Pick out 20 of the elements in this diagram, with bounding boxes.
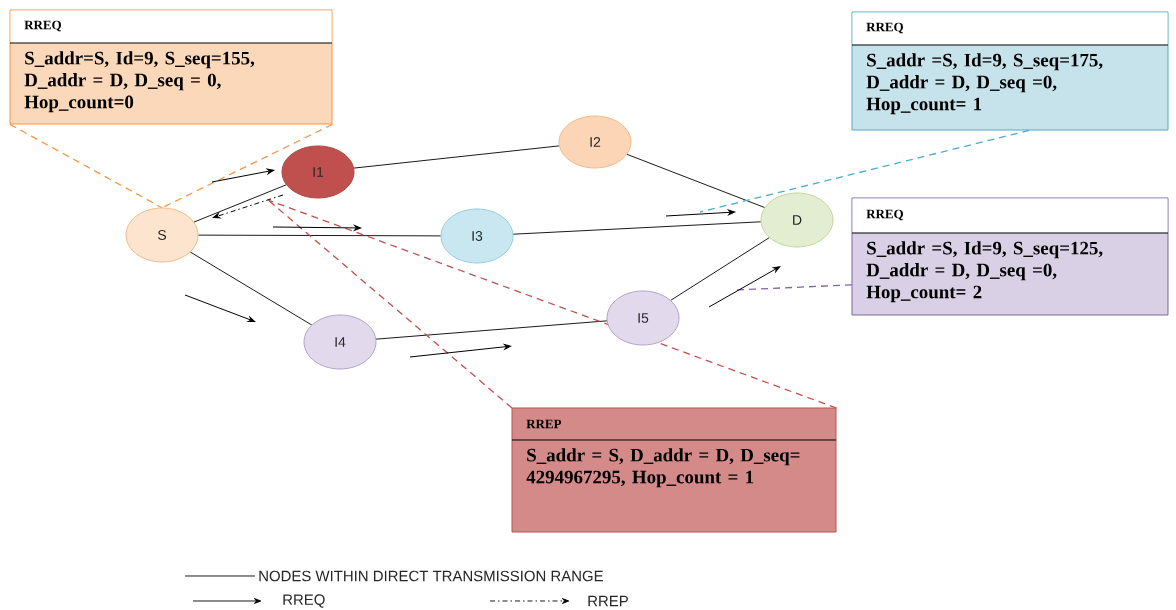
link-line: [375, 320, 608, 340]
link-line: [512, 221, 762, 235]
link-line: [626, 153, 766, 208]
link-line: [353, 145, 560, 169]
message-box: RREP S_addr = S, D_addr = D, D_seq= 4294967295, Hop_count = 1: [511, 407, 837, 533]
message-box: RREQ S_addr=S, Id=9, S_seq=155, D_addr = D, D_seq = 0, Hop_count=0: [9, 9, 333, 125]
legend-label: RREQ: [283, 594, 325, 608]
leader-line: [267, 199, 513, 409]
message-box: RREQ S_addr =S, Id=9, S_seq=175, D_addr = D, D_seq =0, Hop_count= 1: [851, 11, 1169, 131]
leader-line: [161, 123, 334, 209]
link-line: [193, 184, 287, 223]
link-line: [197, 234, 442, 237]
link-line: [189, 251, 313, 326]
link-line: [670, 237, 770, 301]
leader-line: [734, 284, 853, 291]
leader-line: [9, 123, 163, 209]
legend-label: RREP: [588, 595, 628, 607]
legend-label: NODES WITHIN DIRECT TRANSMISSION RANGE: [259, 570, 603, 582]
leader-line: [699, 129, 1030, 213]
message-box: RREQ S_addr =S, Id=9, S_seq=125, D_addr = D, D_seq =0, Hop_count= 2: [851, 197, 1169, 316]
